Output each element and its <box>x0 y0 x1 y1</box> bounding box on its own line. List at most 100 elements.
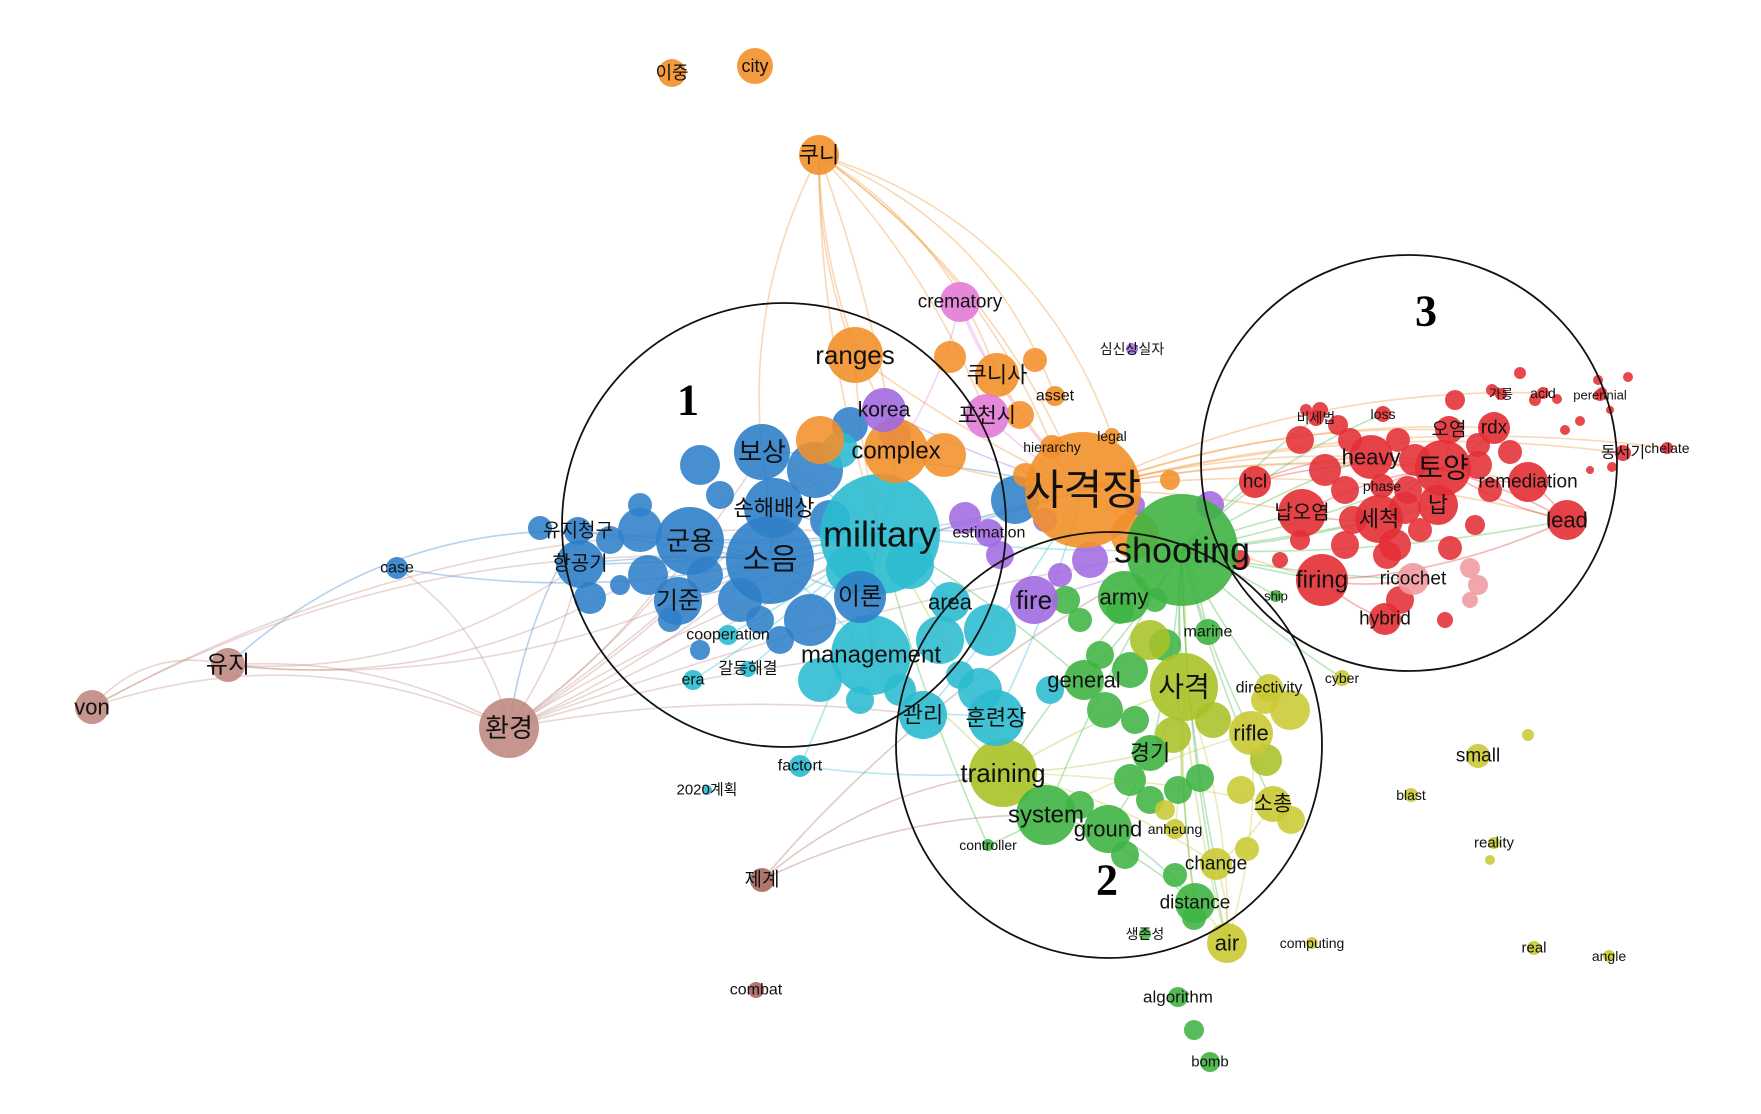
node-saengjonseong[interactable] <box>1139 928 1151 940</box>
label-angle: angle <box>1592 948 1626 964</box>
node-distance[interactable] <box>1175 883 1215 923</box>
node-galdeung[interactable] <box>740 661 756 677</box>
node-secheok[interactable] <box>1355 495 1403 543</box>
node-plan2020[interactable] <box>702 785 712 795</box>
node-minor <box>1498 440 1522 464</box>
node-training[interactable] <box>969 739 1037 807</box>
node-cooperation[interactable] <box>718 625 738 645</box>
node-anheung[interactable] <box>1165 819 1185 839</box>
node-simsin[interactable] <box>1126 343 1138 355</box>
node-hybrid[interactable] <box>1369 603 1401 635</box>
node-kuni[interactable] <box>799 135 839 175</box>
node-minor <box>1130 620 1170 660</box>
node-real[interactable] <box>1527 941 1541 955</box>
node-acid[interactable] <box>1537 387 1549 399</box>
node-oyeom[interactable] <box>1435 416 1463 444</box>
node-reality[interactable] <box>1488 837 1500 849</box>
node-hierarchy[interactable] <box>1040 435 1064 459</box>
node-fire[interactable] <box>1010 576 1058 624</box>
node-algorithm[interactable] <box>1168 987 1188 1007</box>
node-jegye[interactable] <box>750 868 774 892</box>
node-kunisa[interactable] <box>975 353 1019 397</box>
node-military[interactable] <box>820 474 940 594</box>
node-gareung[interactable] <box>1495 388 1507 400</box>
node-legal[interactable] <box>1104 428 1120 444</box>
node-rdx[interactable] <box>1478 412 1510 444</box>
node-factort[interactable] <box>789 755 811 777</box>
node-gyeonggi[interactable] <box>1132 735 1168 771</box>
node-management[interactable] <box>831 615 911 695</box>
label-acid: acid <box>1530 385 1556 401</box>
node-controller[interactable] <box>982 839 994 851</box>
node-loss[interactable] <box>1375 406 1391 422</box>
node-ground[interactable] <box>1084 805 1132 853</box>
node-small[interactable] <box>1466 744 1490 768</box>
node-bisaebeop[interactable] <box>1308 410 1324 426</box>
node-combat[interactable] <box>748 982 764 998</box>
node-crematory[interactable] <box>940 282 980 322</box>
node-gwanri[interactable] <box>899 691 947 739</box>
label-lead: lead <box>1546 508 1588 533</box>
node-toyang[interactable] <box>1415 440 1471 496</box>
node-chelate[interactable] <box>1661 442 1673 454</box>
node-dongseogi[interactable] <box>1615 445 1631 461</box>
node-computing[interactable] <box>1306 937 1318 949</box>
node-marine[interactable] <box>1195 619 1221 645</box>
node-korea[interactable] <box>862 388 906 432</box>
node-von[interactable] <box>75 690 109 724</box>
node-pocheonsi[interactable] <box>965 394 1009 438</box>
node-namoyeom[interactable] <box>1278 489 1326 537</box>
node-firing[interactable] <box>1296 554 1348 606</box>
label-general: general <box>1047 668 1120 693</box>
label-combat: combat <box>730 982 783 999</box>
node-gijun[interactable] <box>654 577 702 625</box>
node-ranges[interactable] <box>827 327 883 383</box>
node-soeum[interactable] <box>726 516 814 604</box>
node-sagyeokjang[interactable] <box>1025 432 1141 548</box>
node-hunryeonjang[interactable] <box>968 690 1024 746</box>
region-circle-3 <box>1200 254 1618 672</box>
node-sagyeok[interactable] <box>1150 653 1218 721</box>
node-blast[interactable] <box>1404 788 1418 802</box>
link-lead-heavy <box>1370 456 1568 521</box>
node-ijung[interactable] <box>658 59 686 87</box>
node-gunyong[interactable] <box>656 507 724 575</box>
node-sochong[interactable] <box>1255 786 1291 822</box>
node-estimation[interactable] <box>975 519 1003 547</box>
node-hwangyeong[interactable] <box>479 698 539 758</box>
node-yuji[interactable] <box>211 648 245 682</box>
node-yuji_cheonggu[interactable] <box>564 517 592 545</box>
node-rifle[interactable] <box>1229 711 1273 755</box>
node-cyber[interactable] <box>1334 670 1350 686</box>
node-phase[interactable] <box>1370 474 1394 498</box>
node-city[interactable] <box>737 48 773 84</box>
node-air[interactable] <box>1207 923 1247 963</box>
node-angle[interactable] <box>1603 950 1615 962</box>
node-change[interactable] <box>1200 848 1232 880</box>
node-heavy[interactable] <box>1349 435 1393 479</box>
node-army[interactable] <box>1098 571 1150 623</box>
label-city: city <box>742 56 769 76</box>
node-hcl[interactable] <box>1239 466 1271 498</box>
node-general[interactable] <box>1064 660 1104 700</box>
node-minor <box>1331 476 1359 504</box>
node-era[interactable] <box>683 670 703 690</box>
node-ship[interactable] <box>1270 590 1282 602</box>
node-case[interactable] <box>386 557 408 579</box>
node-lead[interactable] <box>1547 500 1587 540</box>
node-remediation[interactable] <box>1508 462 1548 502</box>
node-directivity[interactable] <box>1255 674 1283 702</box>
node-ricochet[interactable] <box>1397 563 1429 595</box>
label-system: system <box>1008 802 1084 829</box>
node-nap[interactable] <box>1418 485 1458 525</box>
node-bosang[interactable] <box>734 424 790 480</box>
node-perennial[interactable] <box>1594 389 1606 401</box>
node-system[interactable] <box>1016 785 1076 845</box>
node-asset[interactable] <box>1045 386 1065 406</box>
label-controller: controller <box>959 837 1017 853</box>
node-iron[interactable] <box>834 571 886 623</box>
node-bomb[interactable] <box>1200 1052 1220 1072</box>
label-rifle: rifle <box>1233 721 1268 746</box>
node-complex[interactable] <box>864 419 928 483</box>
node-sonhae[interactable] <box>744 478 804 538</box>
